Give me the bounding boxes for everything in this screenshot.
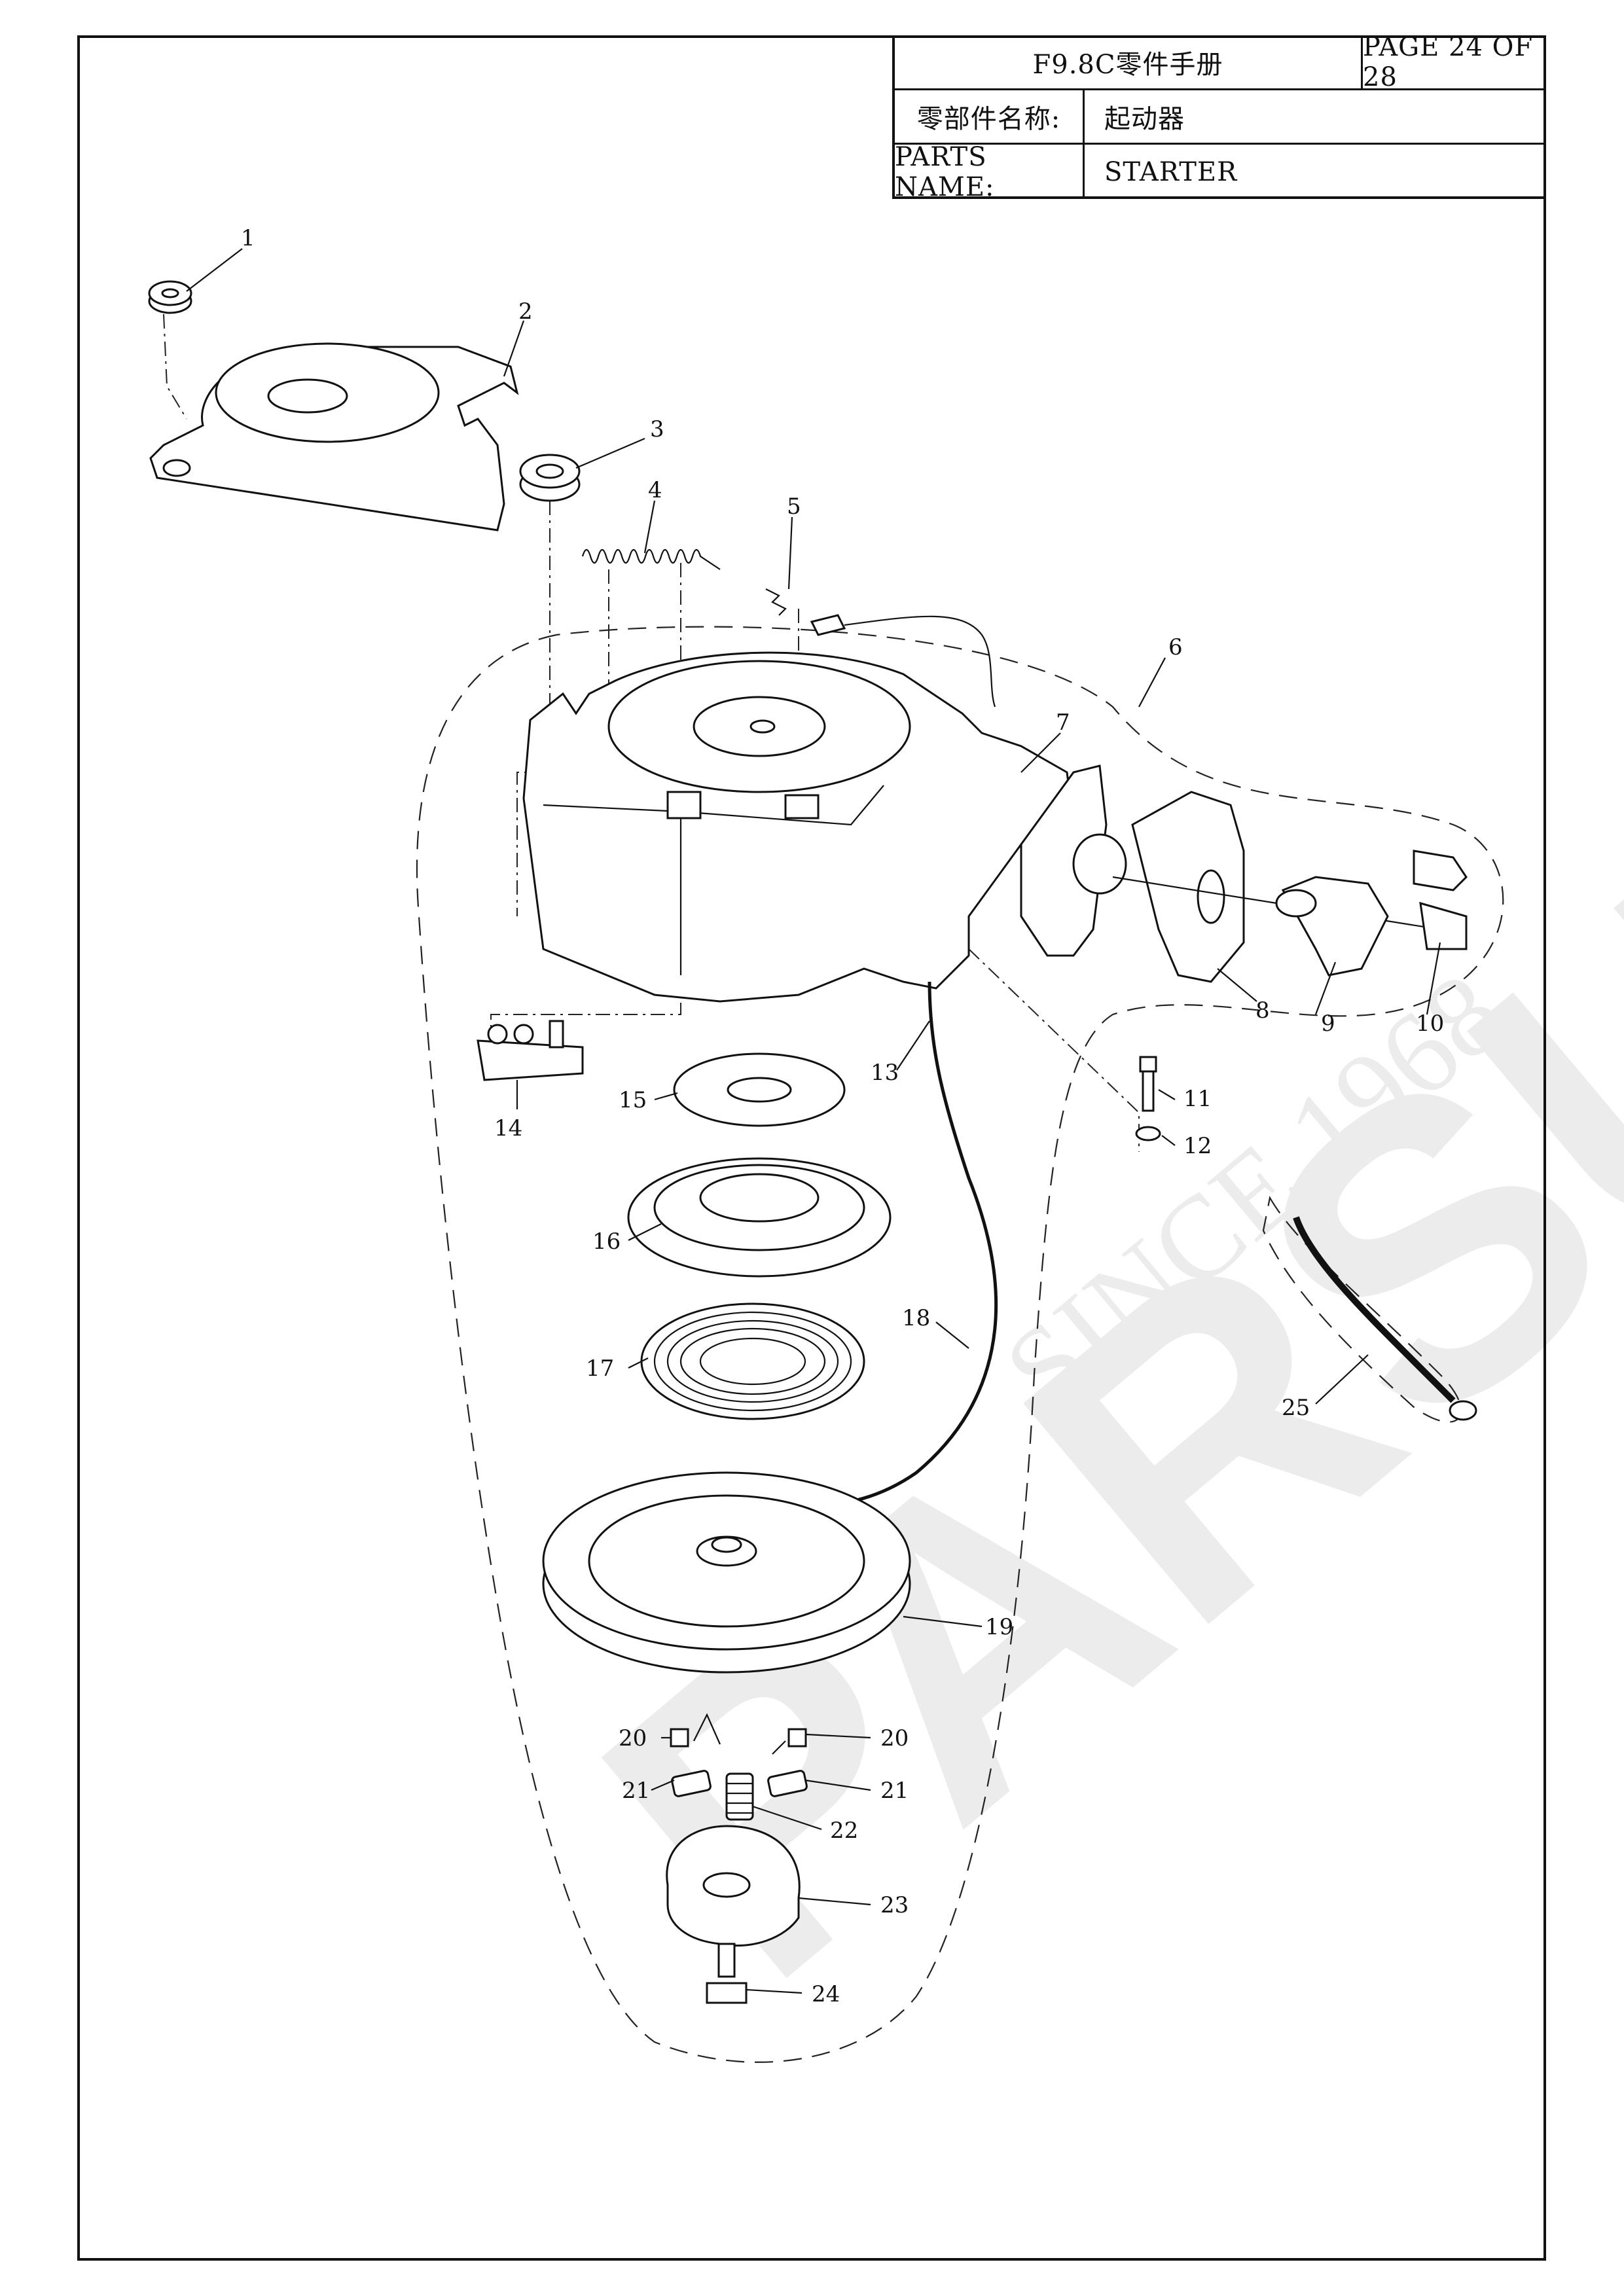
leader-lines (186, 248, 1441, 1994)
callout-1: 1 (241, 225, 255, 251)
callout-10: 10 (1416, 1011, 1444, 1037)
part-starter-cover (149, 342, 519, 531)
callout-14: 14 (494, 1115, 522, 1141)
part-rope-pulley (542, 1471, 911, 1674)
callout-labels: 1 2 3 4 5 6 7 8 9 10 11 12 13 14 15 16 1… (241, 225, 1444, 2007)
callout-25: 25 (1282, 1395, 1310, 1421)
callout-6: 6 (1168, 634, 1183, 660)
assembly-group-outline (416, 626, 1504, 2063)
part-neutral-switch (765, 588, 996, 708)
callout-3: 3 (650, 416, 664, 442)
callout-11: 11 (1183, 1086, 1212, 1112)
manual-title: F9.8C零件手册 (895, 35, 1363, 88)
callout-21-left: 21 (622, 1778, 650, 1804)
callout-20-left: 20 (619, 1725, 647, 1751)
part-pawl-spring-right (772, 1728, 807, 1755)
part-grommet-small (148, 280, 192, 314)
parts-name-cn-label: 零部件名称: (895, 90, 1085, 143)
callout-4: 4 (648, 477, 662, 503)
callout-22: 22 (830, 1818, 858, 1844)
parts-name-en-value: STARTER (1104, 156, 1238, 187)
part-reel-plate (673, 1052, 846, 1127)
callout-12: 12 (1183, 1133, 1212, 1159)
parts-name-cn-row: 零部件名称: 起动器 (895, 90, 1546, 145)
callout-17: 17 (586, 1355, 614, 1382)
part-return-spring (581, 548, 721, 570)
part-lever-plate (1020, 764, 1127, 957)
callout-8: 8 (1255, 997, 1270, 1024)
part-shift-handle (1275, 876, 1389, 977)
part-spring-cover (627, 1157, 892, 1278)
callout-15: 15 (619, 1087, 647, 1113)
part-pawl-spring-left (670, 1713, 721, 1748)
callout-9: 9 (1321, 1011, 1335, 1037)
page-number: PAGE 24 OF 28 (1363, 31, 1534, 92)
parts-name-en-row: PARTS NAME: STARTER (895, 142, 1546, 202)
parts-name-cn-value: 起动器 (1104, 104, 1185, 134)
part-cam-bracket (477, 1020, 584, 1081)
callout-21-right: 21 (880, 1778, 909, 1804)
title-block: F9.8C零件手册 PAGE 24 OF 28 零部件名称: 起动器 PARTS… (892, 31, 1546, 202)
callout-18: 18 (902, 1305, 930, 1331)
part-starter-housing (522, 651, 1075, 1003)
callout-5: 5 (787, 493, 801, 520)
part-handle-grip (1131, 791, 1245, 983)
callout-20-right: 20 (880, 1725, 909, 1751)
part-recoil-spring (640, 1302, 865, 1420)
part-friction-spring (725, 1772, 754, 1821)
part-pawl-left (671, 1770, 712, 1797)
part-ratchet (666, 1825, 801, 1947)
callout-24: 24 (812, 1981, 840, 2007)
callout-23: 23 (880, 1892, 909, 1918)
part-cable-end (1293, 1216, 1477, 1421)
part-shift-pin (1413, 850, 1468, 950)
callout-2: 2 (518, 298, 533, 325)
title-row: F9.8C零件手册 PAGE 24 OF 28 (895, 31, 1546, 92)
callout-19: 19 (985, 1614, 1013, 1640)
part-washer (1135, 1126, 1161, 1141)
parts-name-en-label: PARTS NAME: (895, 142, 1085, 202)
part-center-bolt (706, 1943, 748, 2004)
callout-7: 7 (1056, 709, 1070, 736)
part-grommet-large (519, 454, 581, 502)
callout-13: 13 (871, 1060, 899, 1086)
part-bolt (1139, 1056, 1157, 1112)
callout-16: 16 (592, 1229, 621, 1255)
drawing-frame (77, 35, 1546, 2261)
